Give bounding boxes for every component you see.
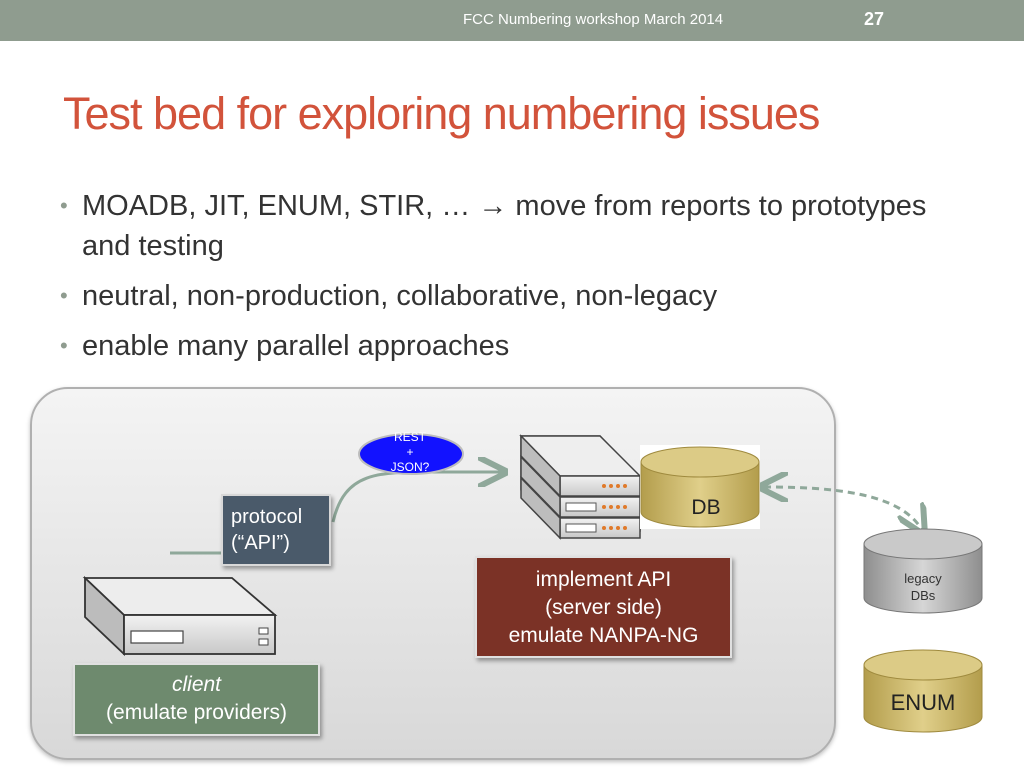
implement-line: (server side): [545, 596, 662, 619]
bullet-item: • MOADB, JIT, ENUM, STIR, … → move from r…: [60, 186, 960, 266]
bullet-dot-icon: •: [60, 283, 68, 308]
legacy-line: legacy: [904, 571, 942, 586]
rest-json-label: REST + JSON?: [372, 430, 448, 475]
bullet-text: move from reports to prototypes and test…: [82, 190, 927, 262]
protocol-box: protocol (“API”): [221, 494, 331, 566]
protocol-to-server-arrow: [331, 472, 502, 523]
header-bar: FCC Numbering workshop March 2014 27: [0, 0, 1024, 41]
bullet-text: MOADB, JIT, ENUM, STIR, …: [82, 190, 479, 222]
bullet-list: • MOADB, JIT, ENUM, STIR, … → move from r…: [60, 186, 960, 376]
bullet-text: neutral, non-production, collaborative, …: [82, 280, 718, 312]
rest-label-line: REST: [393, 430, 426, 444]
bullet-text: enable many parallel approaches: [82, 330, 510, 362]
legacy-line: DBs: [910, 588, 936, 603]
footer-text: FCC Numbering workshop March 2014: [463, 11, 724, 28]
implement-line: implement API: [535, 568, 672, 591]
rest-label-line: +: [406, 445, 414, 459]
client-computer-icon: [82, 575, 278, 657]
bullet-dot-icon: •: [60, 333, 68, 358]
rest-json-ellipse: [358, 433, 464, 475]
slide-title: Test bed for exploring numbering issues: [63, 88, 820, 139]
server-stack-icon: [519, 434, 642, 540]
api-label: (“API”): [231, 532, 290, 554]
client-label: client: [171, 673, 222, 696]
implement-api-box: implement API (server side) emulate NANP…: [475, 556, 732, 658]
enum-cylinder-icon: [863, 649, 983, 733]
bullet-item: • neutral, non-production, collaborative,…: [60, 276, 960, 316]
implement-line: emulate NANPA-NG: [508, 624, 699, 647]
bullet-dot-icon: •: [60, 193, 68, 218]
right-arrow-icon: →: [478, 190, 508, 222]
client-box: client (emulate providers): [73, 663, 320, 736]
db-legacy-dashed-arrow: [764, 487, 922, 530]
legacy-db-cylinder-icon: [863, 528, 983, 614]
client-sublabel: (emulate providers): [106, 701, 287, 724]
enum-label: ENUM: [890, 690, 956, 715]
rest-label-line: JSON?: [390, 460, 430, 474]
db-label: DB: [691, 496, 721, 519]
slide-number: 27: [864, 9, 885, 29]
protocol-label: protocol: [231, 506, 303, 528]
legacy-db-label: legacy DBs: [864, 570, 982, 604]
bullet-item: • enable many parallel approaches: [60, 326, 960, 366]
db-cylinder-icon: [640, 445, 760, 529]
